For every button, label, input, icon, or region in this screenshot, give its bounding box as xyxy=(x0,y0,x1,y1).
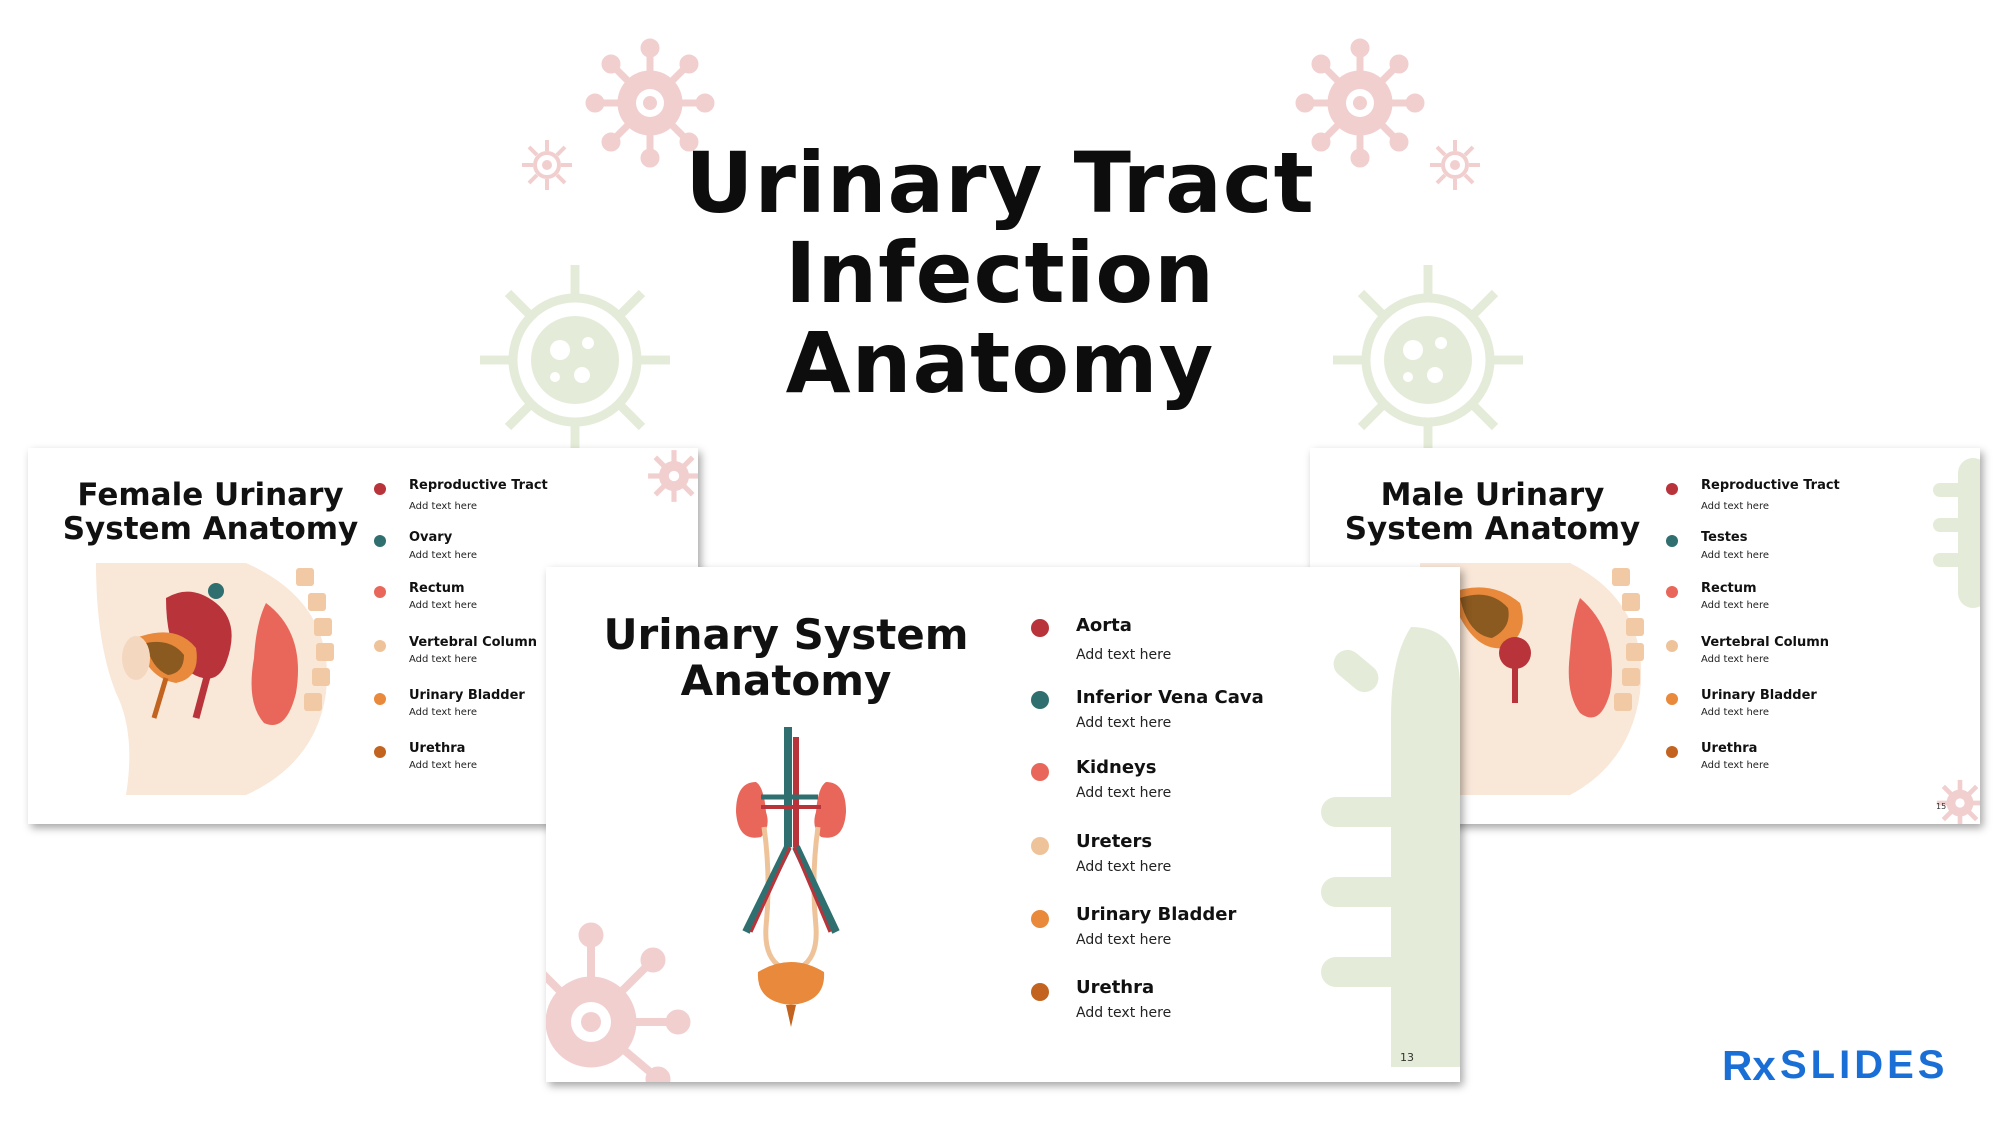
legend-sub: Add text here xyxy=(1076,932,1172,948)
legend-label: Urinary Bladder xyxy=(1076,904,1237,925)
virus-pink-icon xyxy=(1936,779,1980,824)
legend-label: Vertebral Column xyxy=(409,635,538,650)
legend-label: Urethra xyxy=(1701,741,1758,756)
legend-dot xyxy=(1031,763,1049,781)
legend-sub: Add text here xyxy=(1701,654,1769,665)
legend-dot xyxy=(1031,691,1049,709)
legend-sub: Add text here xyxy=(409,501,477,512)
virus-pink-icon xyxy=(648,450,698,502)
legend-dot xyxy=(1666,586,1678,598)
legend-sub: Add text here xyxy=(409,707,477,718)
legend-sub: Add text here xyxy=(1076,859,1172,875)
legend-sub: Add text here xyxy=(409,550,477,561)
legend-sub: Add text here xyxy=(1701,760,1769,771)
legend-sub: Add text here xyxy=(1076,1005,1172,1021)
virus-pink-icon xyxy=(1295,38,1425,168)
legend-dot xyxy=(1666,483,1678,495)
main-title-line: Anatomy xyxy=(785,314,1215,412)
main-title: Urinary Tract Infection Anatomy xyxy=(560,138,1440,408)
bacteria-green-icon xyxy=(1933,458,1980,608)
slide-title: Female Urinary System Anatomy xyxy=(28,478,393,546)
small-virus-icon xyxy=(522,140,572,190)
legend-label: Reproductive Tract xyxy=(409,478,548,493)
legend-label: Ureters xyxy=(1076,831,1153,852)
legend-sub: Add text here xyxy=(1701,550,1769,561)
legend-dot xyxy=(374,640,386,652)
legend-sub: Add text here xyxy=(409,760,477,771)
main-title-line: Infection xyxy=(785,224,1215,322)
legend-dot xyxy=(1031,837,1049,855)
legend-label: Urinary Bladder xyxy=(409,688,525,703)
legend-label: Rectum xyxy=(1701,581,1757,596)
virus-pink-icon xyxy=(546,922,691,1082)
legend-label: Aorta xyxy=(1076,615,1132,636)
slide-title-line: System Anatomy xyxy=(62,511,359,547)
legend-label: Testes xyxy=(1701,530,1748,545)
legend-sub: Add text here xyxy=(409,600,477,611)
legend-dot xyxy=(1031,619,1049,637)
female-anatomy-illustration xyxy=(96,563,334,795)
legend-dot xyxy=(374,586,386,598)
rx-slides-logo: Rx SLIDES xyxy=(1722,1042,1948,1089)
male-anatomy-illustration xyxy=(1420,563,1644,795)
legend-dot xyxy=(374,483,386,495)
legend-label: Inferior Vena Cava xyxy=(1076,687,1264,708)
female-anatomy-slide: Female Urinary System Anatomy Reproducti… xyxy=(28,448,698,824)
legend-dot xyxy=(1666,693,1678,705)
slide-title-line: System Anatomy xyxy=(1344,511,1641,547)
legend-label: Urinary Bladder xyxy=(1701,688,1817,703)
legend-dot xyxy=(1666,640,1678,652)
legend-label: Urethra xyxy=(409,741,466,756)
page-number: 15 xyxy=(1936,802,1947,811)
legend-label: Rectum xyxy=(409,581,465,596)
legend-dot xyxy=(1031,910,1049,928)
legend-label: Reproductive Tract xyxy=(1701,478,1840,493)
slide-title-line: Urinary System xyxy=(603,610,969,659)
logo-prefix: Rx xyxy=(1722,1042,1776,1089)
legend-sub: Add text here xyxy=(409,654,477,665)
slide-title: Urinary System Anatomy xyxy=(596,612,976,704)
urinary-system-illustration xyxy=(736,727,846,1027)
slide-title-line: Male Urinary xyxy=(1380,477,1605,513)
urinary-system-slide: Urinary System Anatomy 13 Aorta Add text xyxy=(546,567,1460,1082)
slide-title: Male Urinary System Anatomy xyxy=(1310,478,1675,546)
legend-dot xyxy=(1666,746,1678,758)
legend-sub: Add text here xyxy=(1076,647,1172,663)
main-title-line: Urinary Tract xyxy=(685,134,1315,232)
legend-dot xyxy=(1031,983,1049,1001)
legend-sub: Add text here xyxy=(1076,785,1172,801)
legend-dot xyxy=(374,693,386,705)
legend-sub: Add text here xyxy=(1701,501,1769,512)
legend-dot xyxy=(1666,535,1678,547)
legend-label: Kidneys xyxy=(1076,757,1157,778)
page-number: 13 xyxy=(1400,1051,1414,1064)
legend-sub: Add text here xyxy=(1701,707,1769,718)
legend-dot xyxy=(374,746,386,758)
slide-title-line: Female Urinary xyxy=(77,477,344,513)
legend-sub: Add text here xyxy=(1701,600,1769,611)
small-virus-icon xyxy=(1430,140,1480,190)
logo-text: SLIDES xyxy=(1780,1043,1948,1087)
legend-sub: Add text here xyxy=(1076,715,1172,731)
virus-green-icon xyxy=(480,265,670,455)
virus-pink-icon xyxy=(585,38,715,168)
legend-label: Urethra xyxy=(1076,977,1155,998)
slide-title-line: Anatomy xyxy=(680,656,892,705)
legend-label: Vertebral Column xyxy=(1701,635,1830,650)
legend-dot xyxy=(374,535,386,547)
legend-label: Ovary xyxy=(409,530,453,545)
bacteria-green-icon xyxy=(1321,627,1460,1067)
